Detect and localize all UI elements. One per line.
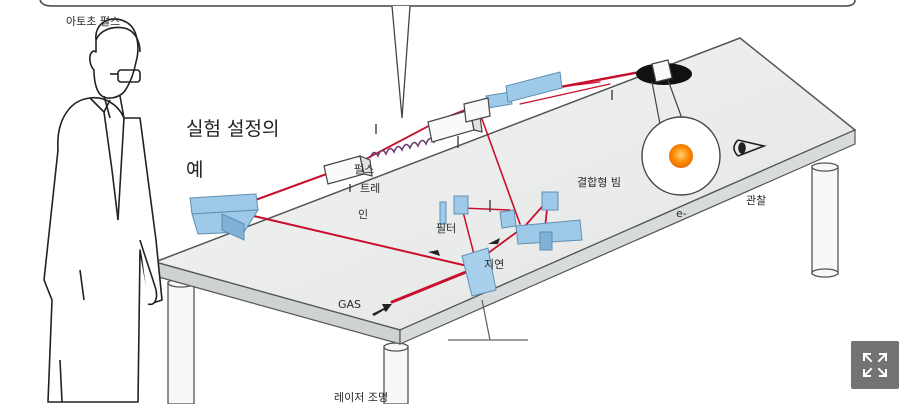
target-chamber (636, 59, 692, 125)
electron-label: e- (676, 207, 687, 220)
flow-arrows (372, 238, 500, 316)
delay-label: 지연 (484, 258, 504, 271)
expand-button[interactable] (851, 341, 899, 389)
pulse-train-wave (369, 135, 443, 159)
optical-table (152, 37, 857, 345)
optics-components (189, 71, 583, 297)
observation-label: 관찰 (746, 194, 766, 207)
marker-ticks (349, 90, 613, 212)
pulse-train-label-2: 트레 (360, 182, 380, 195)
pulse-train-label-3: 인 (358, 208, 368, 221)
attosecond-pulse-label: 아토초 펄스 (66, 15, 120, 28)
speech-bubble (39, 0, 856, 7)
combined-beam-label: 결합형 빔 (577, 176, 621, 189)
instrument-boxes (323, 97, 491, 185)
filter-label: 필터 (436, 222, 456, 235)
scientist-figure (43, 18, 163, 403)
atom-zoom-circle (641, 116, 721, 196)
title-line-1: 실험 설정의 (186, 118, 279, 140)
table-legs (167, 162, 839, 404)
title-line-2: 예 (186, 159, 203, 181)
pulse-train-label-1: 펄스 (354, 163, 374, 176)
gas-label: GAS (338, 298, 361, 311)
expand-icon (862, 352, 888, 378)
speech-bubble-tail (391, 5, 411, 119)
eye-icon (733, 139, 767, 157)
support-post (448, 299, 528, 341)
laser-illumination-label: 레이저 조명 (334, 391, 388, 404)
